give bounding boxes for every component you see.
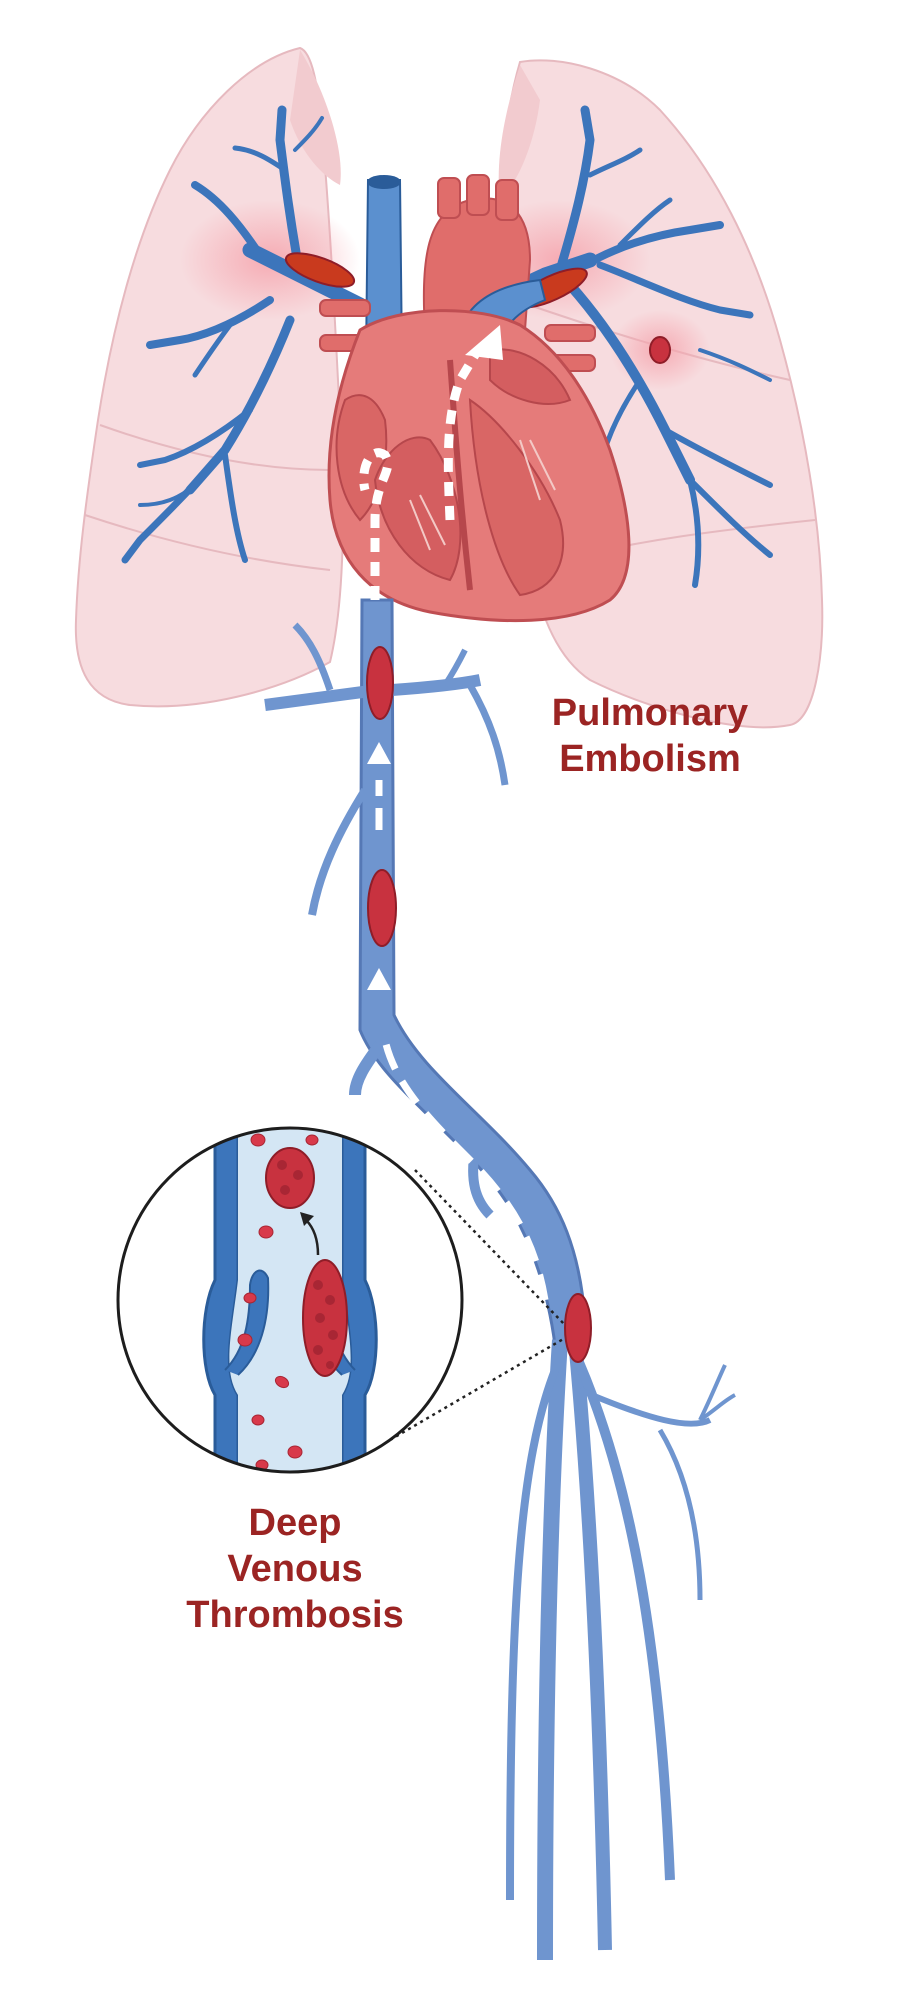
aortic-branch-3 [495,179,519,221]
blood-clot-icon [265,1147,315,1209]
right-ventricle [373,436,462,582]
svc-opening [367,175,401,189]
embolus-texture [277,1160,303,1195]
right-branch-low-3 [687,477,702,588]
leg-vein-4 [506,1368,559,1901]
vein-branch-mid-left [308,787,369,916]
left-ventricle [468,398,565,597]
left-branch-low-5 [138,478,202,507]
blood-clot-icon [649,336,671,364]
connector-line-bottom [389,1336,566,1442]
leg-vein-main [537,1339,568,1961]
vein-branch-left [264,684,379,711]
left-branch-low-3 [121,446,229,564]
right-branch-up-4 [617,197,673,248]
vein-branch-right [391,674,482,696]
blood-clot-icon [366,646,394,720]
right-branch-mid [596,261,754,319]
dvt-label-line-3: Thrombosis [186,1594,404,1636]
flow-dashes-heart-2 [443,347,482,521]
blood-clot-icon [367,869,397,947]
flow-arrow-icon [465,325,503,360]
flow-dashes-vein [381,1039,549,1301]
left-branch-mid [146,296,274,349]
deep-venous-thrombosis-label: Deep Venous Thrombosis [160,1500,430,1638]
venous-clots [366,646,592,1363]
leg-vein-2 [568,1339,612,1951]
right-branch-low-4 [687,477,773,558]
left-atrium [489,348,572,405]
flow-dashes-heart [359,448,393,600]
connector-line-top [414,1169,566,1326]
leg-vein-3 [573,1358,675,1881]
aortic-branch-2 [466,174,490,216]
vein-branch-right-up [442,648,468,687]
flow-arrow-icon [367,968,391,990]
left-branch-up-4 [293,116,324,152]
vein-lumen [229,1128,351,1472]
flow-arrow-icon [367,742,391,764]
right-branch-low [565,280,695,485]
vein-branch-right-down [466,683,509,786]
leg-vein-7 [698,1364,736,1422]
detach-arrowhead [300,1212,314,1226]
zoom-connector [389,1169,566,1442]
dvt-label-line-2: Venous [227,1548,363,1590]
right-branch-up-1 [555,105,595,275]
septum [447,359,473,591]
left-branch-low [185,315,295,495]
magnifier-circle-icon [116,1126,464,1474]
right-lung-upper-lobe [498,65,540,200]
left-branch-up-2 [191,181,264,259]
zoom-border [116,1126,464,1474]
left-branch-low-2 [137,407,253,468]
pulmonary-embolism-label: Pulmonary Embolism [515,690,785,782]
vein-branch-lower-left [349,1041,385,1096]
pulm-vein-left-1 [319,299,371,317]
flow-path [359,325,549,1301]
leg-vein-6 [657,1428,703,1601]
chordae [409,439,556,551]
aortic-branch-1 [437,177,461,219]
left-lung-lobe-line [99,424,331,471]
right-branch-up-2 [581,221,724,269]
pulmonary-vessels [121,105,773,588]
right-branch-low-6 [698,348,772,382]
pe-label-line-2: Embolism [559,738,741,780]
left-branch-up-3 [232,145,288,173]
blood-clot-icon [564,1293,592,1363]
pulm-vein-right-1 [544,324,596,342]
left-branch-low-4 [222,452,248,563]
blood-clot-icon [284,252,356,288]
left-lung-upper-lobe [290,50,341,185]
dvt-label-line-1: Deep [248,1502,342,1544]
left-lung-lobe-line-2 [84,514,331,571]
leg-vein-5 [578,1387,712,1427]
vein-branch-lower-mid [468,1149,494,1219]
heart-icon [319,174,631,623]
left-branch-mid-2 [192,322,233,378]
red-blood-cell-icon [237,1133,319,1471]
pe-label-line-1: Pulmonary [551,692,749,734]
vein-branch-left-up [292,622,334,692]
clot-texture [313,1280,338,1369]
right-branch-low-2 [662,427,773,488]
right-branch-up-3 [587,147,643,178]
detach-arrow [305,1219,320,1256]
